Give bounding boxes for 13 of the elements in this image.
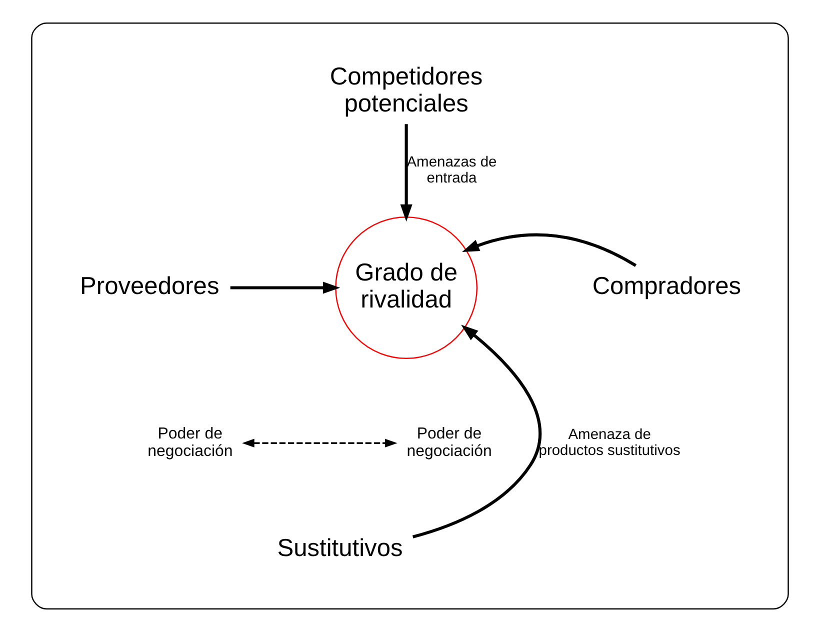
node-text: Sustitutivos	[276, 535, 402, 562]
arrow	[242, 438, 397, 448]
node-text: Proveedores	[80, 272, 219, 300]
arrow	[400, 124, 412, 222]
arrow	[412, 324, 541, 538]
cluster	[30, 22, 788, 610]
edge-label: Amenaza de productos sustitutivos	[538, 426, 680, 459]
arrow	[462, 233, 636, 267]
node-text: Poder de negociación	[406, 426, 492, 460]
arrow	[230, 282, 340, 294]
node-text: Competidores potenciales	[329, 64, 482, 118]
node-text: Compradores	[592, 272, 741, 300]
node-text: Poder de negociación	[147, 426, 232, 460]
